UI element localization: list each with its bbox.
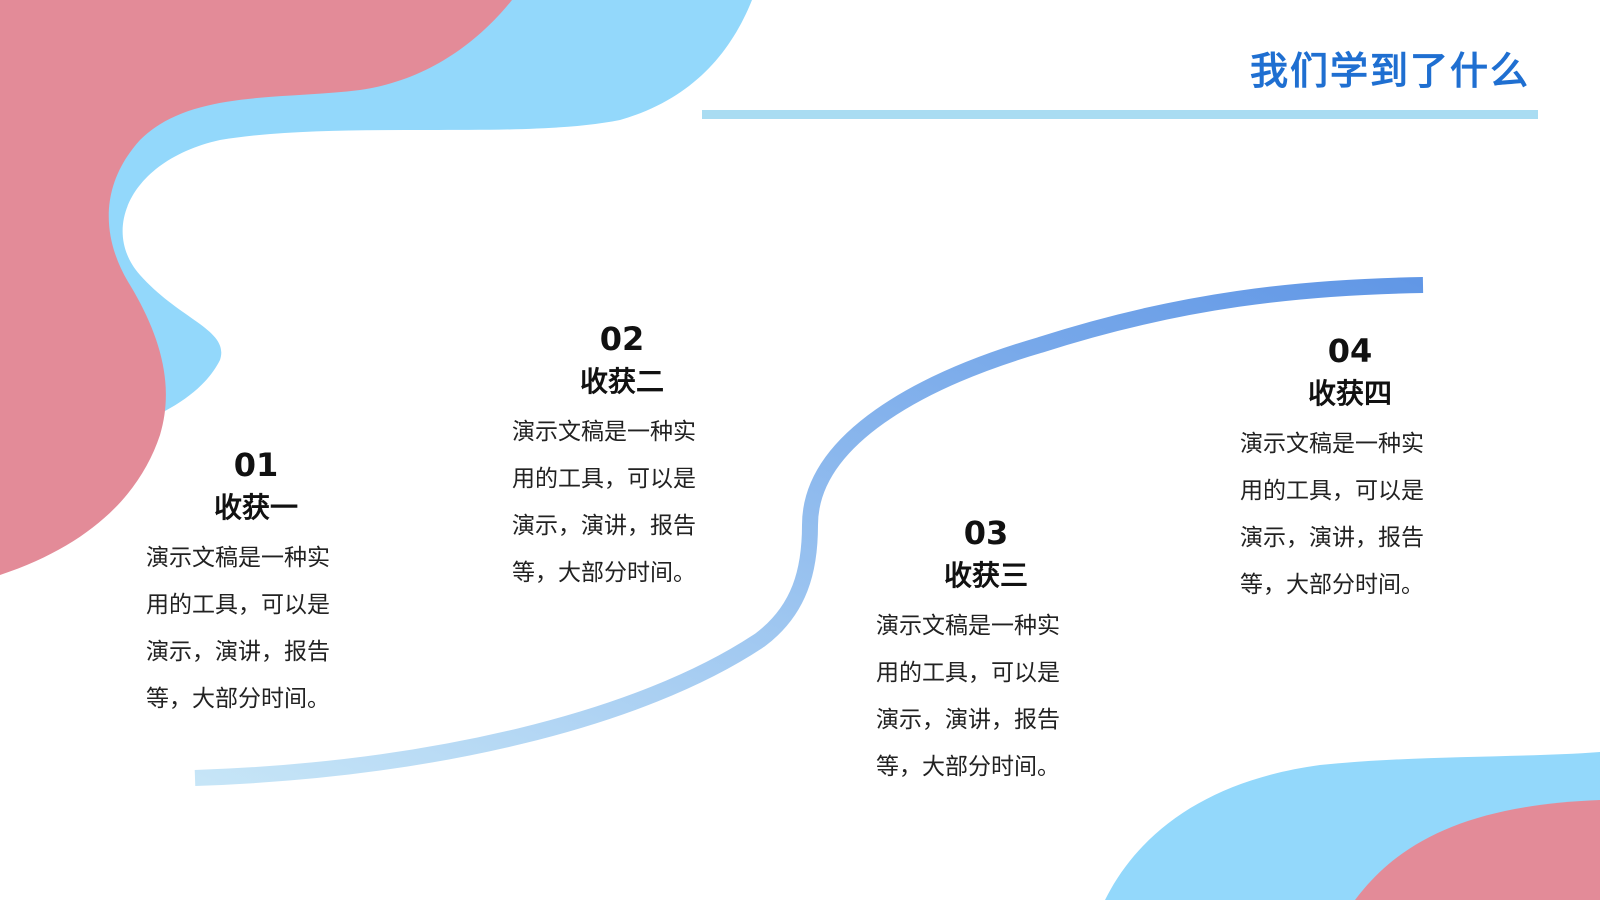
desc-line: 用的工具，可以是 — [876, 660, 1060, 686]
item-heading: 收获二 — [579, 365, 664, 398]
item-card-3: 03 收获三 演示文稿是一种实 用的工具，可以是 演示，演讲，报告 等，大部分时… — [876, 513, 1096, 791]
slide-title: 我们学到了什么 — [1249, 49, 1530, 93]
item-description: 演示文稿是一种实 用的工具，可以是 演示，演讲，报告 等，大部分时间。 — [146, 535, 366, 723]
pink-blob-top-left — [0, 0, 512, 575]
item-card-1: 01 收获一 演示文稿是一种实 用的工具，可以是 演示，演讲，报告 等，大部分时… — [146, 445, 366, 723]
item-description: 演示文稿是一种实 用的工具，可以是 演示，演讲，报告 等，大部分时间。 — [876, 603, 1096, 791]
item-heading: 收获四 — [1307, 377, 1392, 410]
desc-line: 演示文稿是一种实 — [876, 613, 1060, 639]
desc-line: 演示，演讲，报告 — [876, 707, 1060, 733]
desc-line: 等，大部分时间。 — [146, 686, 330, 712]
desc-line: 用的工具，可以是 — [512, 466, 696, 492]
desc-line: 演示，演讲，报告 — [512, 513, 696, 539]
desc-line: 演示文稿是一种实 — [146, 545, 330, 571]
item-number: 02 — [599, 320, 645, 358]
item-number: 04 — [1327, 332, 1373, 370]
item-heading: 收获一 — [213, 491, 298, 524]
pink-blob-bottom-right — [1355, 800, 1600, 900]
blue-blob-top-left — [0, 0, 752, 470]
item-heading: 收获三 — [943, 559, 1028, 592]
item-description: 演示文稿是一种实 用的工具，可以是 演示，演讲，报告 等，大部分时间。 — [1240, 421, 1460, 609]
desc-line: 等，大部分时间。 — [512, 560, 696, 586]
desc-line: 用的工具，可以是 — [146, 592, 330, 618]
desc-line: 用的工具，可以是 — [1240, 478, 1424, 504]
progress-curve — [194, 277, 1424, 786]
title-underline — [702, 110, 1538, 119]
item-number: 03 — [963, 514, 1009, 552]
desc-line: 演示，演讲，报告 — [146, 639, 330, 665]
item-number: 01 — [233, 446, 279, 484]
desc-line: 等，大部分时间。 — [1240, 572, 1424, 598]
item-card-2: 02 收获二 演示文稿是一种实 用的工具，可以是 演示，演讲，报告 等，大部分时… — [512, 319, 732, 597]
item-description: 演示文稿是一种实 用的工具，可以是 演示，演讲，报告 等，大部分时间。 — [512, 409, 732, 597]
item-card-4: 04 收获四 演示文稿是一种实 用的工具，可以是 演示，演讲，报告 等，大部分时… — [1240, 331, 1460, 609]
desc-line: 等，大部分时间。 — [876, 754, 1060, 780]
desc-line: 演示文稿是一种实 — [1240, 431, 1424, 457]
desc-line: 演示文稿是一种实 — [512, 419, 696, 445]
desc-line: 演示，演讲，报告 — [1240, 525, 1424, 551]
